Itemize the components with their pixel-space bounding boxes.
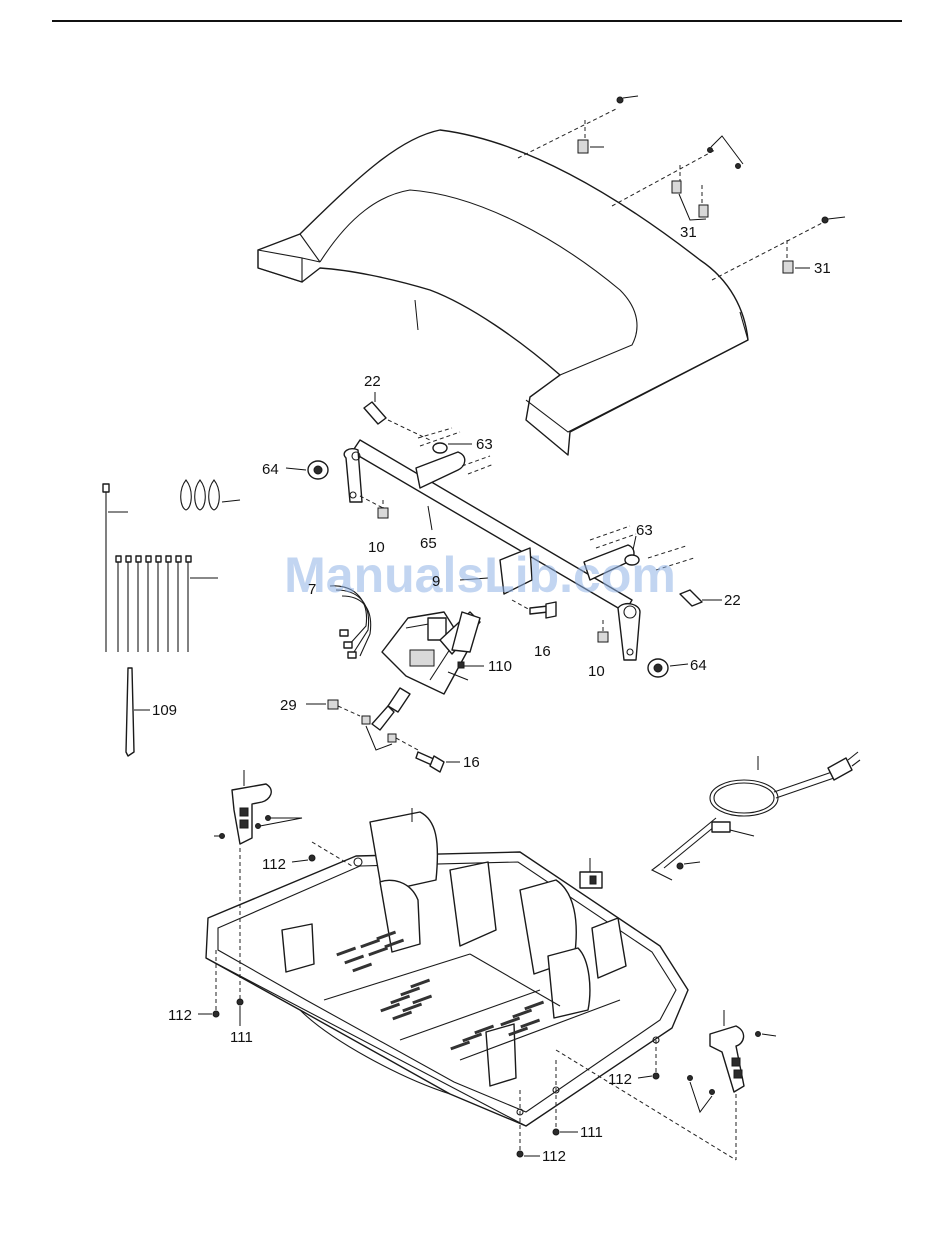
callout-16-lower: 16 xyxy=(463,754,480,771)
callout-63-right: 63 xyxy=(636,522,653,539)
circuit-breaker xyxy=(580,858,602,888)
callout-31-right: 31 xyxy=(814,260,831,277)
hood-screw-top xyxy=(617,96,638,103)
callout-110: 110 xyxy=(488,658,512,675)
callout-16-upper: 16 xyxy=(534,643,551,660)
callout-111-b: 111 xyxy=(580,1124,603,1141)
wire-clips xyxy=(181,480,240,510)
cable-tie-109 xyxy=(126,668,150,756)
callout-112-b: 112 xyxy=(168,1007,192,1024)
callout-63-left: 63 xyxy=(476,436,493,453)
callout-64-right: 64 xyxy=(690,657,707,674)
wheel-64-left xyxy=(286,461,328,479)
bolt-22-left xyxy=(364,392,386,424)
nut-10-right xyxy=(598,620,608,642)
leveler-bracket-right xyxy=(688,1010,777,1160)
screw-112-c xyxy=(638,1073,659,1079)
screw-111-b xyxy=(553,1129,578,1135)
spacers xyxy=(362,716,418,750)
bolt-16-lower xyxy=(416,752,460,772)
callout-10-left: 10 xyxy=(368,539,385,556)
screw-112-d xyxy=(517,1151,540,1157)
long-cable-tie xyxy=(103,484,128,652)
washer-63-left xyxy=(433,443,472,453)
screw-112-a xyxy=(292,855,315,862)
callout-7-partial: 7 xyxy=(308,581,316,598)
callout-112-a: 112 xyxy=(262,856,286,873)
cable-tie-bundle xyxy=(116,556,218,652)
callout-29: 29 xyxy=(280,697,297,714)
drive-motor xyxy=(372,612,484,730)
power-cord xyxy=(652,752,860,880)
screw-112-b xyxy=(198,1011,219,1017)
callout-22-right: 22 xyxy=(724,592,741,609)
callout-112-d: 112 xyxy=(542,1148,566,1165)
callout-31-mid: 31 xyxy=(680,224,697,241)
hood-clip-31-mid xyxy=(672,136,743,220)
hood-clip-31-top xyxy=(578,140,604,153)
watermark: ManualsLib.com xyxy=(284,547,676,603)
nut-29 xyxy=(306,700,360,716)
callout-22-left: 22 xyxy=(364,373,381,390)
callout-64-left: 64 xyxy=(262,461,279,478)
callout-111-a: 111 xyxy=(230,1029,253,1046)
callout-109: 109 xyxy=(152,702,177,719)
hood-leader xyxy=(415,300,418,330)
callout-10-right: 10 xyxy=(588,663,605,680)
motor-hood xyxy=(258,130,748,455)
nut-10-left xyxy=(360,496,388,518)
callout-9-partial: 9 xyxy=(432,573,440,590)
bolt-22-right xyxy=(680,590,722,606)
callout-112-c: 112 xyxy=(608,1071,632,1088)
wheel-64-right xyxy=(648,659,688,677)
screw-111-a xyxy=(237,999,243,1026)
callout-65: 65 xyxy=(420,535,437,552)
